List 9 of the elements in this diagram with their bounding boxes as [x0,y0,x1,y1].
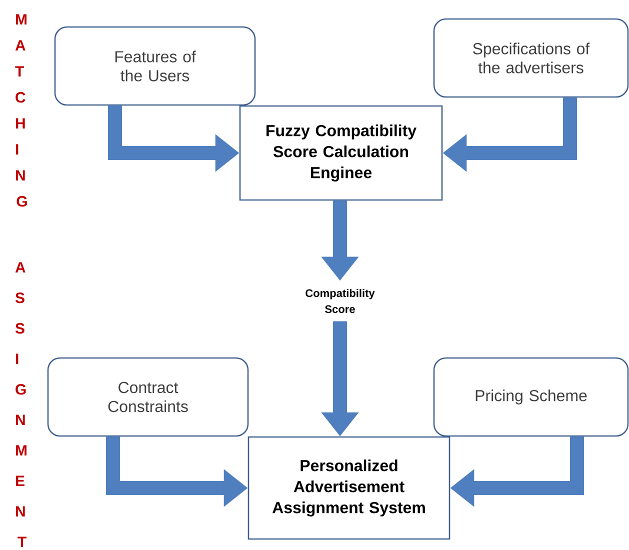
input-box: Specifications of the advertisers [433,18,629,98]
vertical-label: ASSIGNMENT [15,262,26,548]
input-box: Contract Constraints [47,357,249,437]
input-box: Pricing Scheme [433,357,629,437]
process-box: Personalized Advertisement Assignment System [248,436,450,540]
vertical-label: MATCHING [15,14,27,207]
flow-label: Compatibility Score [306,288,375,314]
process-box: Fuzzy Compatibility Score Calculation Enginee [239,105,443,201]
input-box: Features of the Users [54,26,256,106]
